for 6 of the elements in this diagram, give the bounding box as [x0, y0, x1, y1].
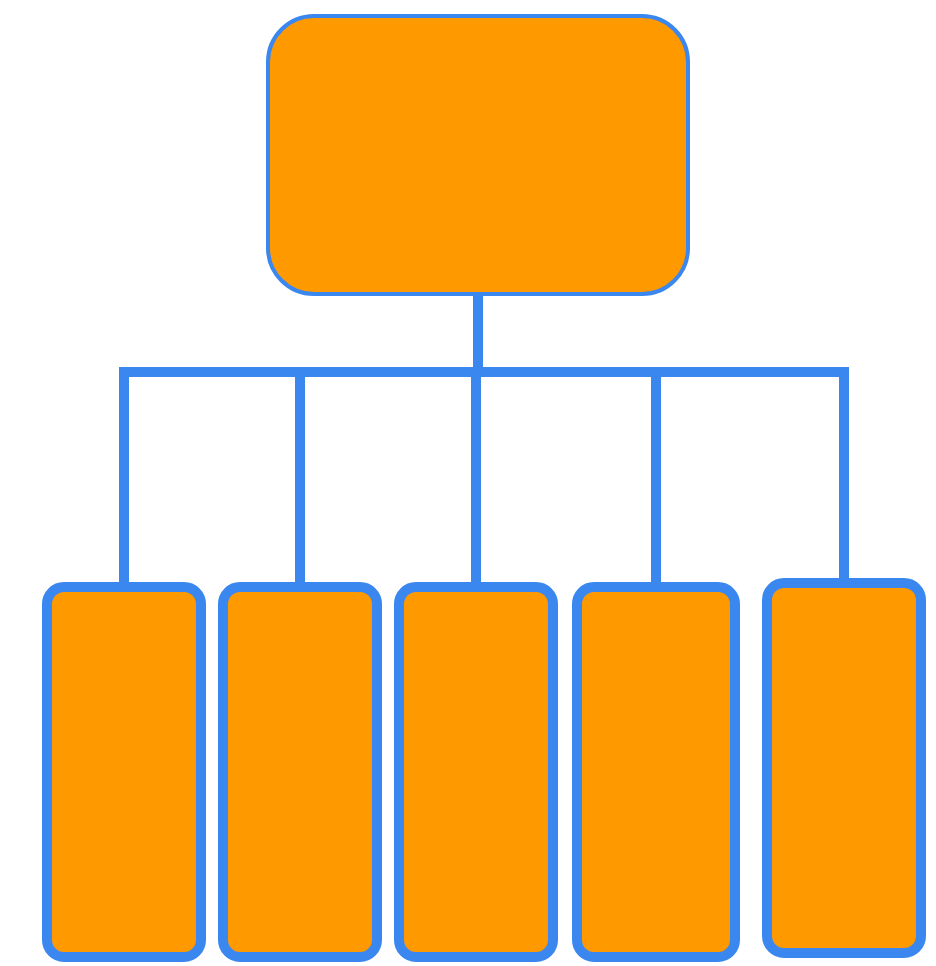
rounded-box [572, 582, 740, 962]
rounded-box [218, 582, 382, 962]
rounded-box [394, 582, 558, 962]
rounded-box [266, 14, 690, 296]
rounded-box [762, 578, 926, 958]
rounded-box [42, 582, 206, 962]
